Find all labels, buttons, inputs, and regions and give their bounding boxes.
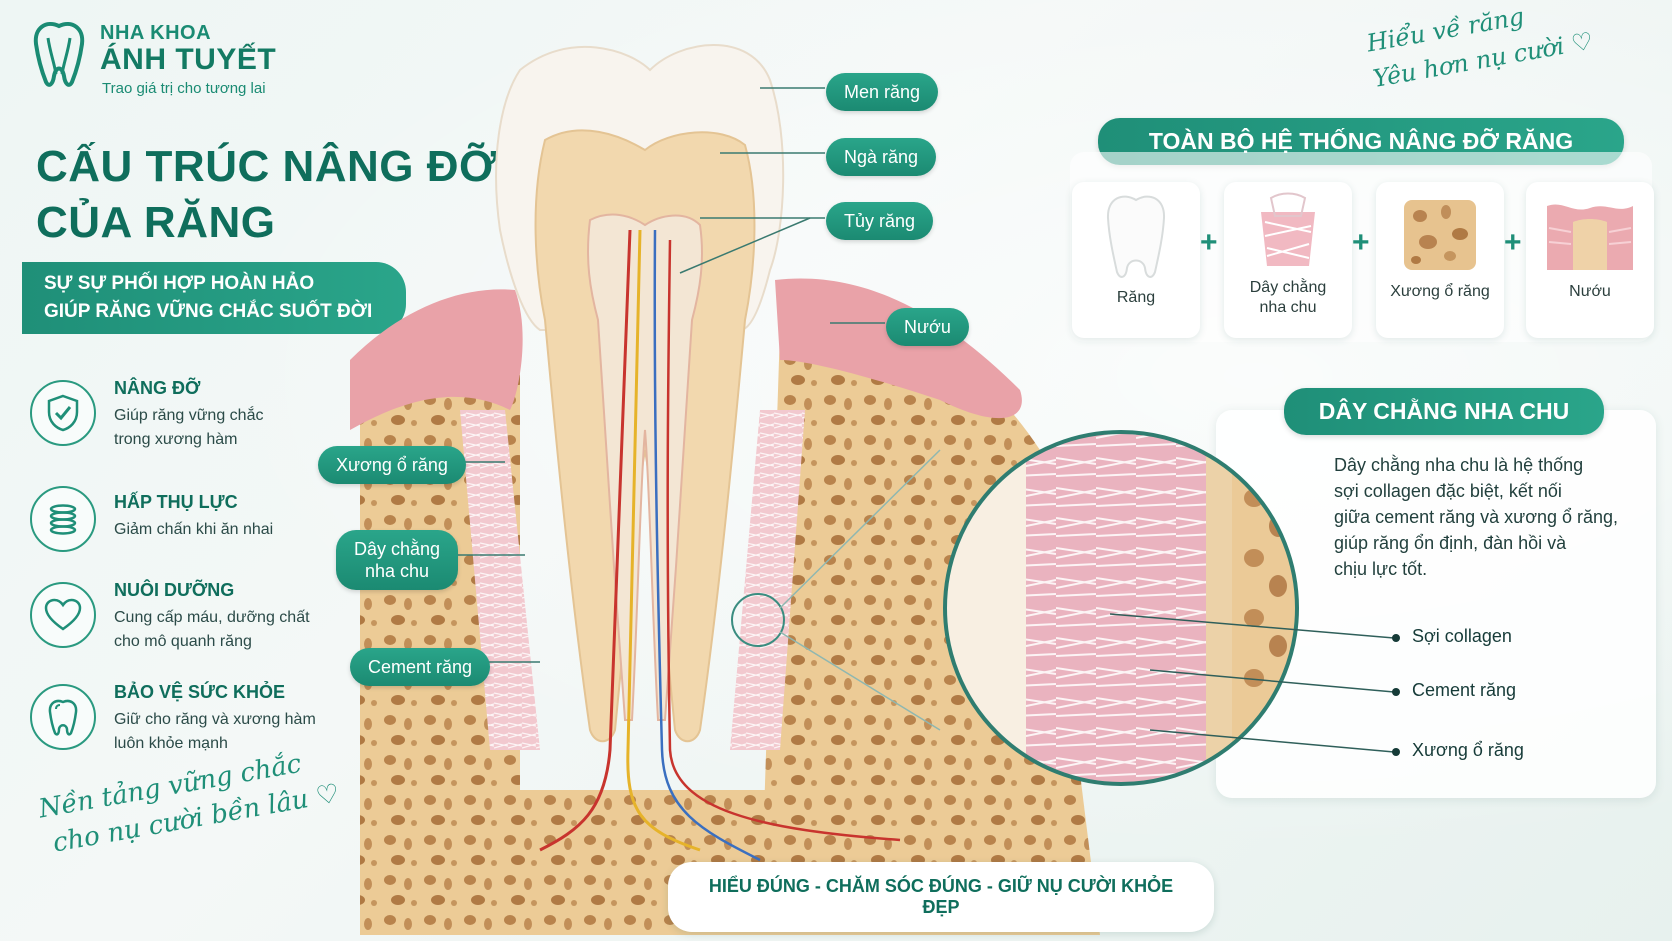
system-card-label-line1: Dây chằng [1249,279,1327,296]
magnifier-lines [779,449,941,731]
feature-desc-line1: Cung cấp máu, dưỡng chất [114,609,310,626]
system-card-label-line2: nha chu [1259,299,1317,316]
shield-check-icon [30,380,96,446]
tooth-logo-icon [33,22,85,87]
nerve [626,229,701,852]
blood-vessel [539,229,632,852]
feature-desc-line1: Giúp răng vững chắc [114,407,264,424]
brand-line1: NHA KHOA [100,22,212,44]
plus-sign: + [1200,226,1218,259]
blood-vessel [666,239,901,842]
subtitle-banner: SỰ SỰ PHỐI HỢP HOÀN HẢO GIÚP RĂNG VỮNG C… [22,262,406,334]
heart-icon [30,582,96,648]
footer-banner: HIỂU ĐÚNG - CHĂM SÓC ĐÚNG - GIỮ NỤ CƯỜI … [668,862,1214,932]
callout-connectors [1110,613,1400,756]
system-card-label: Răng [1116,289,1156,306]
ligament-icon [1261,192,1315,266]
system-card-tooth: Răng [1072,182,1200,338]
label-alveolar-bone: Xương ổ răng [318,446,466,484]
system-card-ligament: Dây chằng nha chu [1224,182,1352,338]
magnified-view [943,430,1299,786]
magnifier-ring [731,593,785,647]
bone-icon [1404,200,1476,270]
ligament-right [730,410,805,750]
ligament-desc-line: sợi collagen đặc biệt, kết nối [1334,481,1562,501]
brand-logo [28,18,90,90]
gum-icon [1547,204,1633,270]
ligament-desc-line: chịu lực tốt. [1334,559,1428,579]
system-card-label: Dây chằng nha chu [1250,278,1327,318]
feature-title: BẢO VỆ SỨC KHỎE [114,682,285,702]
feature-desc-line2: luôn khỏe mạnh [114,735,228,752]
feature-desc-line2: trong xương hàm [114,431,238,448]
label-gum: Nướu [886,308,969,346]
page-title-line2: CỦA RĂNG [36,198,276,247]
label-dentin: Ngà răng [826,138,937,176]
label-ligament-line1: Dây chằng [354,539,441,559]
system-card-label: Xương ổ răng [1390,283,1490,300]
subtitle-line2: GIÚP RĂNG VỮNG CHẮC SUỐT ĐỜI [44,301,373,322]
subtitle-line1: SỰ SỰ PHỐI HỢP HOÀN HẢO [44,273,315,294]
label-cementum: Cement răng [350,648,491,686]
ligament-desc-line: Dây chằng nha chu là hệ thống [1334,455,1584,475]
ligament-desc-line: giúp răng ổn định, đàn hồi và [1334,533,1567,553]
brand-line2: ÁNH TUYẾT [100,43,277,76]
label-enamel: Men răng [826,73,939,111]
ligament-description: Dây chằng nha chu là hệ thống sợi collag… [1334,452,1644,582]
callout-collagen: Sợi collagen [1412,626,1512,646]
spring-icon [30,486,96,552]
gum-area [350,278,1022,430]
plus-sign: + [1504,226,1522,259]
vein [653,229,761,862]
feature-desc-line1: Giảm chấn khi ăn nhai [114,521,274,538]
brand-tagline: Trao giá trị cho tương lai [102,80,266,97]
page-title-line1: CẤU TRÚC NÂNG ĐỠ [36,142,498,191]
feature-desc-line1: Giữ cho răng và xương hàm [114,711,316,728]
label-pulp: Tủy răng [826,202,934,240]
system-card-bone: Xương ổ răng [1376,182,1504,338]
tooth-icon [30,684,96,750]
tooth-cross-section [350,44,1100,935]
label-ligament: Dây chằng nha chu [336,530,459,590]
feature-title: HẤP THỤ LỰC [114,492,238,512]
feature-title: NUÔI DƯỠNG [114,580,235,600]
ligament-left [460,410,540,750]
callout-alveolar-bone: Xương ổ răng [1412,740,1524,760]
label-ligament-line2: nha chu [365,561,430,581]
ligament-desc-line: giữa cement răng và xương ổ răng, [1334,507,1619,527]
plus-sign: + [1352,226,1370,259]
system-card-label: Nướu [1569,283,1611,300]
ligament-title: DÂY CHẰNG NHA CHU [1284,388,1604,435]
system-card-gum: Nướu [1526,182,1654,338]
callout-cementum: Cement răng [1412,680,1517,700]
tooth-icon [1106,195,1166,278]
label-connectors [450,87,885,663]
feature-title: NÂNG ĐỠ [114,378,201,398]
feature-desc-line2: cho mô quanh răng [114,633,252,650]
